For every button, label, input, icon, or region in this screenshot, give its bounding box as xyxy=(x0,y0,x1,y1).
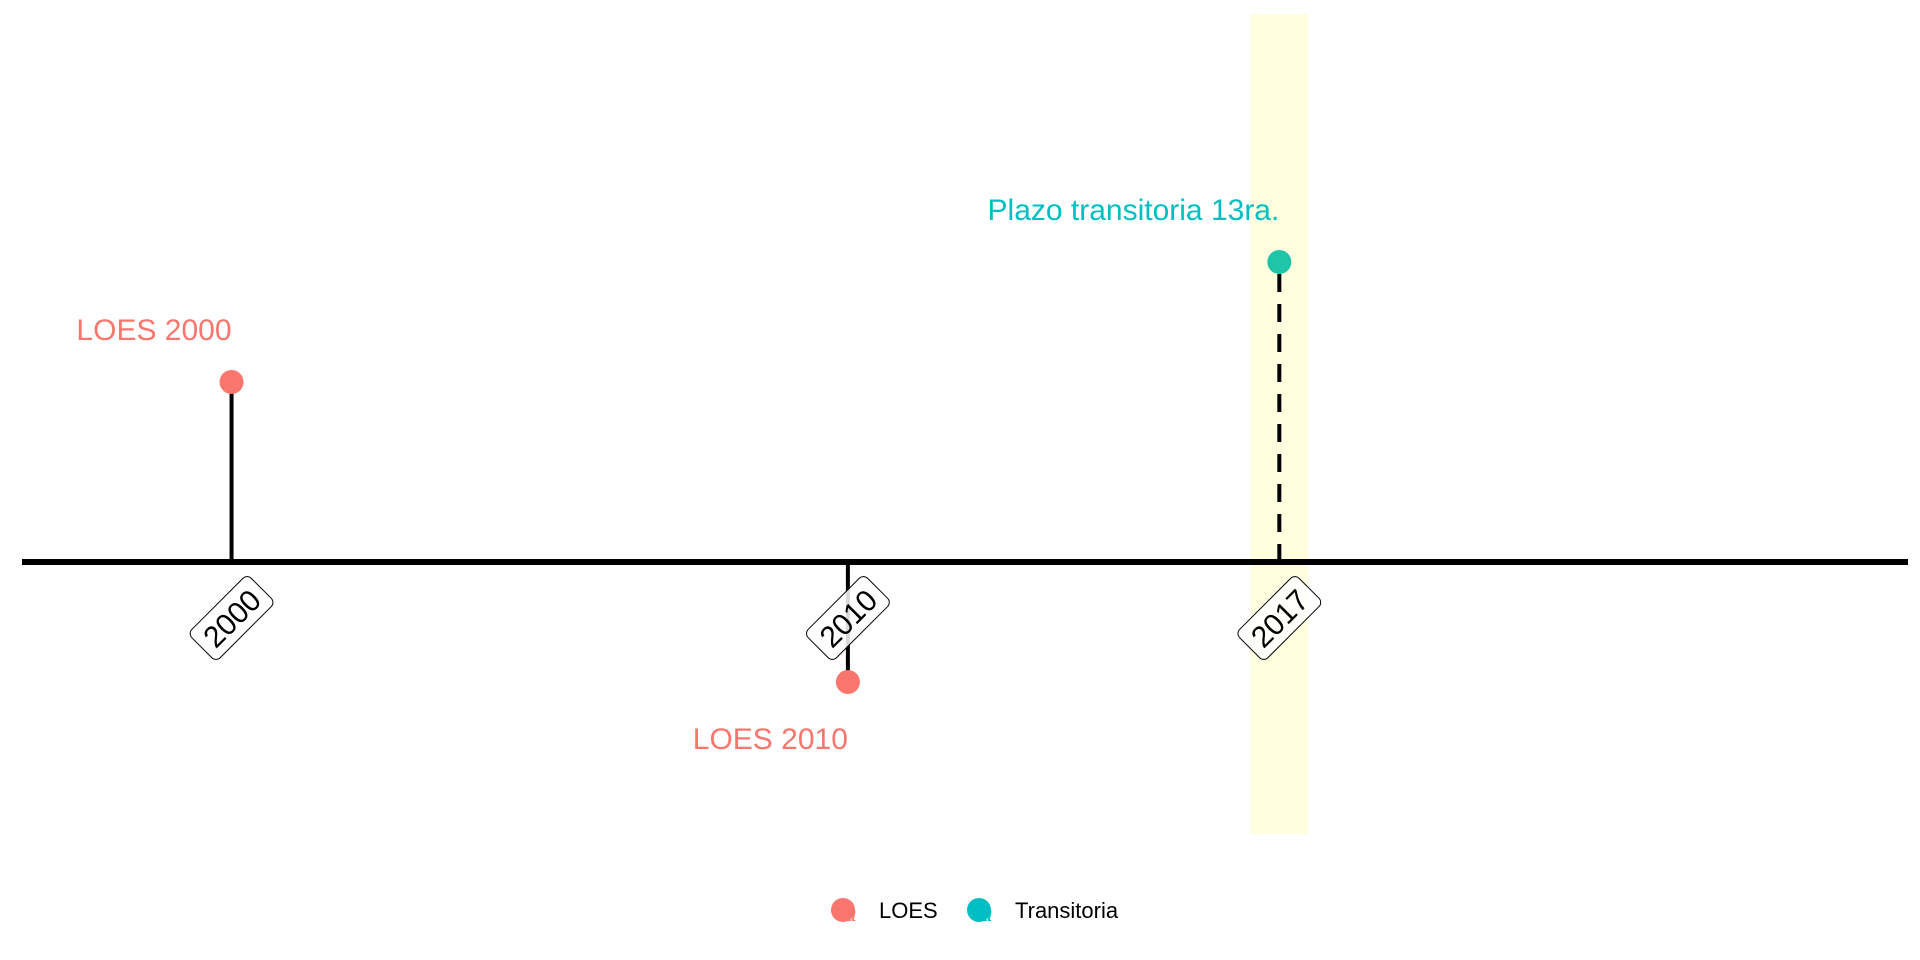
legend-key-loes xyxy=(831,898,855,922)
event-point-1 xyxy=(835,670,860,694)
point-layer xyxy=(219,250,1292,694)
legend-label-transitoria: Transitoria xyxy=(1015,898,1119,923)
tick-label-box xyxy=(806,576,890,660)
event-label-2: Plazo transitoria 13ra. xyxy=(988,194,1280,227)
tick-label-group-2010: 2010 xyxy=(806,576,890,660)
legend: a LOES a Transitoria xyxy=(831,898,1119,926)
tick-label-box xyxy=(1237,576,1322,660)
legend-key-transitoria xyxy=(967,898,991,922)
tick-layer: 2000 2010 2017 xyxy=(189,576,1322,660)
legend-label-loes: LOES xyxy=(879,898,938,923)
event-label-1: LOES 2010 xyxy=(693,723,848,756)
tick-label-box xyxy=(189,576,274,660)
legend-key-glyph: a xyxy=(981,902,993,926)
legend-key-glyph: a xyxy=(845,902,857,926)
stem-layer xyxy=(229,262,1282,682)
tick-label-group-2017: 2017 xyxy=(1237,576,1322,660)
event-point-2 xyxy=(1267,250,1292,274)
event-point-0 xyxy=(219,370,244,394)
event-label-0: LOES 2000 xyxy=(76,314,231,347)
tick-label-group-2000: 2000 xyxy=(189,576,274,660)
